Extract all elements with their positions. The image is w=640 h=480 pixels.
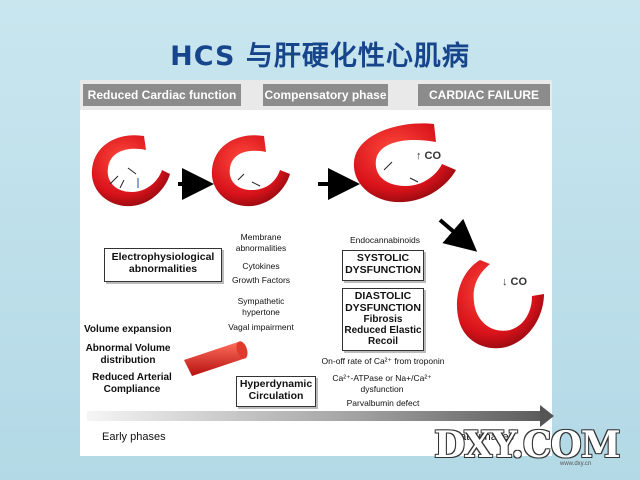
systolic-box: SYSTOLIC DYSFUNCTION <box>342 250 424 281</box>
watermark-logo: DXY.COM <box>434 424 621 466</box>
mech-troponin: On-off rate of Ca²⁺ from troponin <box>321 356 445 366</box>
flow-arrows <box>178 168 478 252</box>
timeline-arrow <box>87 411 545 421</box>
hyperdynamic-box: Hyperdynamic Circulation <box>236 376 316 407</box>
diastolic-item-recoil: Reduced Elastic Recoil <box>344 325 422 347</box>
hyperdynamic-label: Hyperdynamic Circulation <box>239 378 313 402</box>
comp-item-sympathetic: Sympathetic hypertone <box>237 296 285 317</box>
mech-endocannabinoids: Endocannabinoids <box>350 235 420 245</box>
left-item-1: Volume expansion <box>84 324 172 335</box>
header-cardiac-failure: CARDIAC FAILURE <box>418 84 550 106</box>
mech-parvalbumin: Parvalbumin defect <box>346 398 420 408</box>
late-phases-label: Late phases <box>454 431 514 443</box>
heart-ventricle-2 <box>211 135 290 207</box>
systolic-label: SYSTOLIC DYSFUNCTION <box>345 252 421 276</box>
left-item-2: Abnormal Volume distribution <box>85 343 171 366</box>
header-compensatory-phase: Compensatory phase <box>263 84 388 106</box>
header-reduced-cardiac-function: Reduced Cardiac function <box>83 84 241 106</box>
heart-ventricle-3 <box>353 123 456 203</box>
arrow-to-late-failure <box>438 218 478 252</box>
heart-ventricle-1 <box>91 135 170 207</box>
blood-vessel-illustration <box>184 341 248 376</box>
diastolic-item-fibrosis: Fibrosis <box>363 314 403 325</box>
co-down-label: ↓ CO <box>502 276 528 288</box>
timeline-arrow-head <box>540 405 554 427</box>
diastolic-label: DIASTOLIC DYSFUNCTION <box>345 290 421 314</box>
slide-title: HCS 与肝硬化性心肌病 <box>170 41 470 72</box>
comp-item-cytokines: Cytokines <box>242 261 280 271</box>
figure-panel: Reduced Cardiac function Compensatory ph… <box>80 80 554 456</box>
electrophysiological-box: Electrophysiological abnormalities <box>104 248 222 282</box>
comp-item-membrane: Membrane abnormalities <box>235 232 287 253</box>
diastolic-box: DIASTOLIC DYSFUNCTION Fibrosis Reduced E… <box>342 288 424 351</box>
electrophysiological-label: Electrophysiological abnormalities <box>111 251 215 275</box>
left-item-3: Reduced Arterial Compliance <box>92 372 172 395</box>
comp-item-vagal: Vagal impairment <box>228 322 294 332</box>
comp-item-growth-factors: Growth Factors <box>231 275 291 285</box>
watermark-url: www.dxy.cn <box>560 461 592 467</box>
co-up-label: ↑ CO <box>416 150 442 162</box>
early-phases-label: Early phases <box>102 431 166 443</box>
heart-ventricle-4 <box>456 260 544 349</box>
mech-atpase: Ca²⁺-ATPase or Na+/Ca²⁺ dysfunction <box>332 373 432 394</box>
